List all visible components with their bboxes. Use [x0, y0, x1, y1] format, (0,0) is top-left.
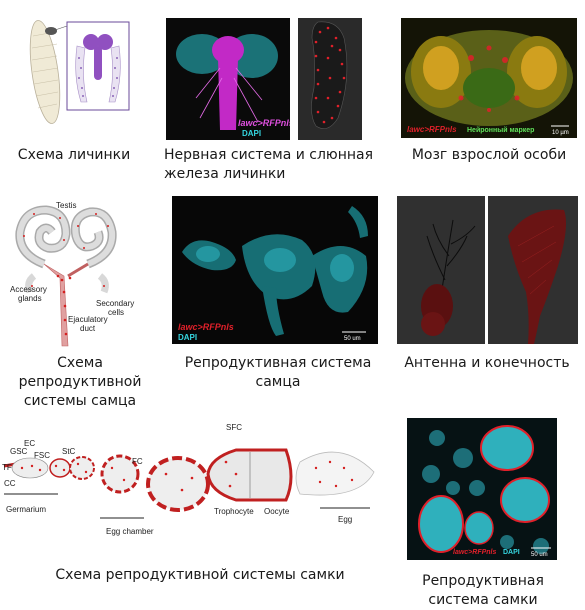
leg-micrograph	[488, 196, 578, 344]
egg-chamber-label: Egg chamber	[106, 527, 154, 536]
lawc-label: lawc>RFPnls	[407, 125, 457, 134]
ec-label: EC	[24, 439, 35, 448]
nucleus-dot	[314, 40, 318, 44]
trophocyte-label: Trophocyte	[214, 507, 254, 516]
larva-nervous-caption: Нервная система и слюнная железа личинки	[164, 147, 374, 182]
oocyte-label: Oocyte	[264, 507, 290, 516]
nucleus-dot	[318, 30, 322, 34]
male-repro-caption: Репродуктивная система самца	[184, 355, 372, 390]
nucleus-dot	[326, 26, 330, 30]
scale-bar-label: 50 um	[531, 552, 548, 558]
lawc-label: lawc>RFPnls	[453, 549, 496, 556]
accessory-glands-line2: glands	[18, 294, 42, 303]
larva-scheme-figure	[15, 6, 133, 132]
testis-label: Testis	[56, 201, 76, 210]
secondary-cells-label: Secondary cells	[96, 299, 136, 317]
female-scheme-caption: Схема репродуктивной системы самки	[55, 567, 345, 583]
nucleus-dot	[314, 96, 318, 100]
salivary-gland-micrograph	[298, 18, 362, 140]
sfc-label: SFC	[226, 423, 242, 432]
dapi-label: DAPI	[503, 549, 520, 556]
neuronal-marker-label: Нейронный маркер	[467, 126, 534, 134]
adult-brain-micrograph: lawc>RFPnls Нейронный маркер 10 µm	[401, 18, 577, 138]
larva-scheme-caption: Схема личинки	[17, 147, 131, 163]
female-repro-scheme-figure: TF GSC EC FSC CC StC FC SFC Germarium Eg…	[0, 418, 392, 542]
lawc-label: lawc>RFPnls	[178, 322, 234, 332]
ejaculatory-duct-label: Ejaculatory duct	[68, 315, 110, 333]
stc-label: StC	[62, 447, 76, 456]
nucleus-dot	[316, 110, 320, 114]
larva-nervous-micrograph: lawc>RFPnls DAPI	[166, 18, 290, 140]
female-repro-caption: Репродуктивная система самки	[422, 573, 544, 608]
germarium-label: Germarium	[6, 505, 46, 514]
nucleus-dot	[326, 56, 330, 60]
nucleus-dot	[316, 68, 320, 72]
accessory-glands-line1: Accessory	[10, 285, 47, 294]
female-repro-micrograph: lawc>RFPnls DAPI 50 um	[407, 418, 557, 560]
secondary-cells-line2: cells	[108, 308, 124, 317]
dapi-label: DAPI	[242, 129, 261, 138]
nucleus-dot	[342, 76, 346, 80]
fc-label: FC	[132, 457, 143, 466]
adult-brain-caption: Мозг взрослой особи	[411, 147, 567, 163]
male-repro-micrograph: lawc>RFPnls DAPI 50 um	[172, 196, 378, 344]
antenna-micrograph	[397, 196, 485, 344]
antenna-leg-caption: Антенна и конечность	[404, 355, 570, 371]
nucleus-dot	[330, 116, 334, 120]
male-repro-scheme-figure: Testis Accessory glands Secondary cells …	[4, 196, 154, 356]
nucleus-dot	[338, 90, 342, 94]
nucleus-dot	[316, 82, 320, 86]
gsc-label: GSC	[10, 447, 28, 456]
nucleus-dot	[326, 96, 330, 100]
ejaculatory-duct-line1: Ejaculatory	[68, 315, 108, 324]
nucleus-dot	[328, 76, 332, 80]
ejaculatory-duct-line2: duct	[80, 324, 96, 333]
nucleus-dot	[314, 54, 318, 58]
scale-bar-label: 50 um	[344, 336, 361, 342]
cc-label: CC	[4, 479, 16, 488]
nucleus-dot	[336, 104, 340, 108]
tf-label: TF	[2, 463, 12, 472]
lawc-label: lawc>RFPnls	[238, 118, 290, 128]
nucleus-dot	[338, 48, 342, 52]
nucleus-dot	[340, 62, 344, 66]
nucleus-dot	[330, 44, 334, 48]
fsc-label: FSC	[34, 451, 50, 460]
egg-label: Egg	[338, 515, 352, 524]
scale-bar-label: 10 µm	[552, 130, 569, 136]
dapi-label: DAPI	[178, 333, 197, 342]
accessory-glands-label: Accessory glands	[10, 285, 49, 303]
male-scheme-caption: Схема репродуктивной системы самца	[18, 355, 142, 409]
nucleus-dot	[334, 36, 338, 40]
secondary-cells-line1: Secondary	[96, 299, 134, 308]
nucleus-dot	[322, 120, 326, 124]
